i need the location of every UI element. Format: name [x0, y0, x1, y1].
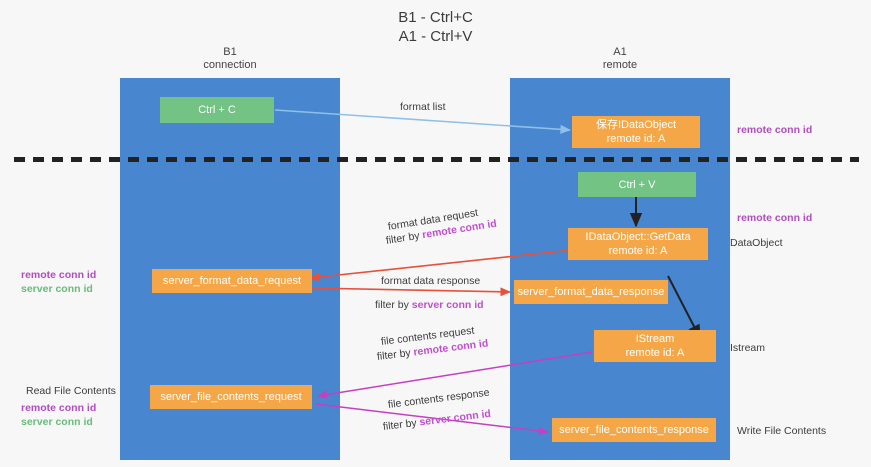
lane-header-b1-line2: connection: [203, 59, 257, 71]
node-ctrl-v[interactable]: Ctrl + V: [578, 172, 696, 197]
lane-header-b1-line1: B1: [223, 46, 237, 58]
filter-prefix: filter by: [376, 346, 415, 363]
node-ctrl-c-label: Ctrl + C: [198, 104, 236, 116]
phase-divider: [14, 157, 859, 162]
lane-header-a1-line1: A1: [613, 46, 627, 58]
node-save-idataobject[interactable]: 保存IDataObject remote id: A: [572, 116, 700, 148]
annotation-istream: Istream: [730, 342, 766, 354]
annotation-server-conn-id: server conn id: [21, 416, 93, 428]
page-title: B1 - Ctrl+C A1 - Ctrl+V: [0, 8, 871, 46]
annotation-remote-conn-id: remote conn id: [21, 269, 97, 281]
filter-prefix: filter by: [382, 416, 421, 433]
edge-label-format-data-response: format data response: [381, 275, 481, 287]
node-istream-line1: IStream: [635, 333, 675, 345]
title-line-1: B1 - Ctrl+C: [398, 9, 473, 26]
node-idataobject-getdata[interactable]: IDataObject::GetData remote id: A: [568, 228, 708, 260]
filter-key-server-conn-id: server conn id: [411, 299, 484, 311]
annotation-remote-conn-id: remote conn id: [21, 402, 97, 414]
annotation-dataobject: DataObject: [730, 237, 783, 249]
node-server-format-data-request-label: server_format_data_request: [162, 275, 302, 287]
node-ctrl-v-label: Ctrl + V: [618, 178, 656, 191]
lane-header-b1: B1 connection: [120, 46, 340, 72]
edge-label-file-contents-response-filter: filter by server conn id: [382, 407, 491, 434]
title-line-2: A1 - Ctrl+V: [398, 28, 473, 45]
filter-key-server-conn-id: server conn id: [418, 407, 492, 429]
annotation-right-top-remote-conn-id: remote conn id: [737, 124, 813, 136]
edge-format-data-response: [311, 287, 511, 297]
lane-header-a1-line2: remote: [602, 59, 638, 71]
node-server-file-contents-request[interactable]: server_file_contents_request: [150, 385, 312, 409]
node-server-file-contents-request-label: server_file_contents_request: [160, 391, 302, 403]
annotation-write-file-contents: Write File Contents: [737, 425, 827, 437]
node-idataobject-getdata-line2: remote id: A: [608, 245, 668, 257]
filter-prefix: filter by: [375, 299, 412, 311]
node-ctrl-c[interactable]: Ctrl + C: [160, 97, 274, 123]
annotation-server-conn-id: server conn id: [21, 283, 93, 295]
node-server-format-data-response[interactable]: server_format_data_response: [514, 280, 668, 304]
node-save-idataobject-line1: 保存IDataObject: [595, 119, 677, 131]
edge-label-format-data-response-filter: filter by server conn id: [375, 298, 484, 312]
node-server-file-contents-response[interactable]: server_file_contents_response: [552, 418, 716, 442]
annotation-read-file-contents: Read File Contents: [26, 385, 116, 397]
annotation-left-file: remote conn id server conn id: [21, 401, 96, 429]
node-server-file-contents-response-label: server_file_contents_response: [559, 424, 709, 436]
lane-header-a1: A1 remote: [510, 46, 730, 72]
node-istream-line2: remote id: A: [625, 347, 685, 359]
node-idataobject-getdata-line1: IDataObject::GetData: [585, 231, 691, 243]
annotation-right-mid-remote-conn-id: remote conn id: [737, 212, 813, 224]
node-istream[interactable]: IStream remote id: A: [594, 330, 716, 362]
node-server-format-data-response-label: server_format_data_response: [517, 286, 665, 298]
node-save-idataobject-line2: remote id: A: [606, 133, 666, 145]
annotation-left-format: remote conn id server conn id: [21, 268, 96, 296]
edge-label-format-list: format list: [400, 101, 446, 113]
node-server-format-data-request[interactable]: server_format_data_request: [152, 269, 312, 293]
